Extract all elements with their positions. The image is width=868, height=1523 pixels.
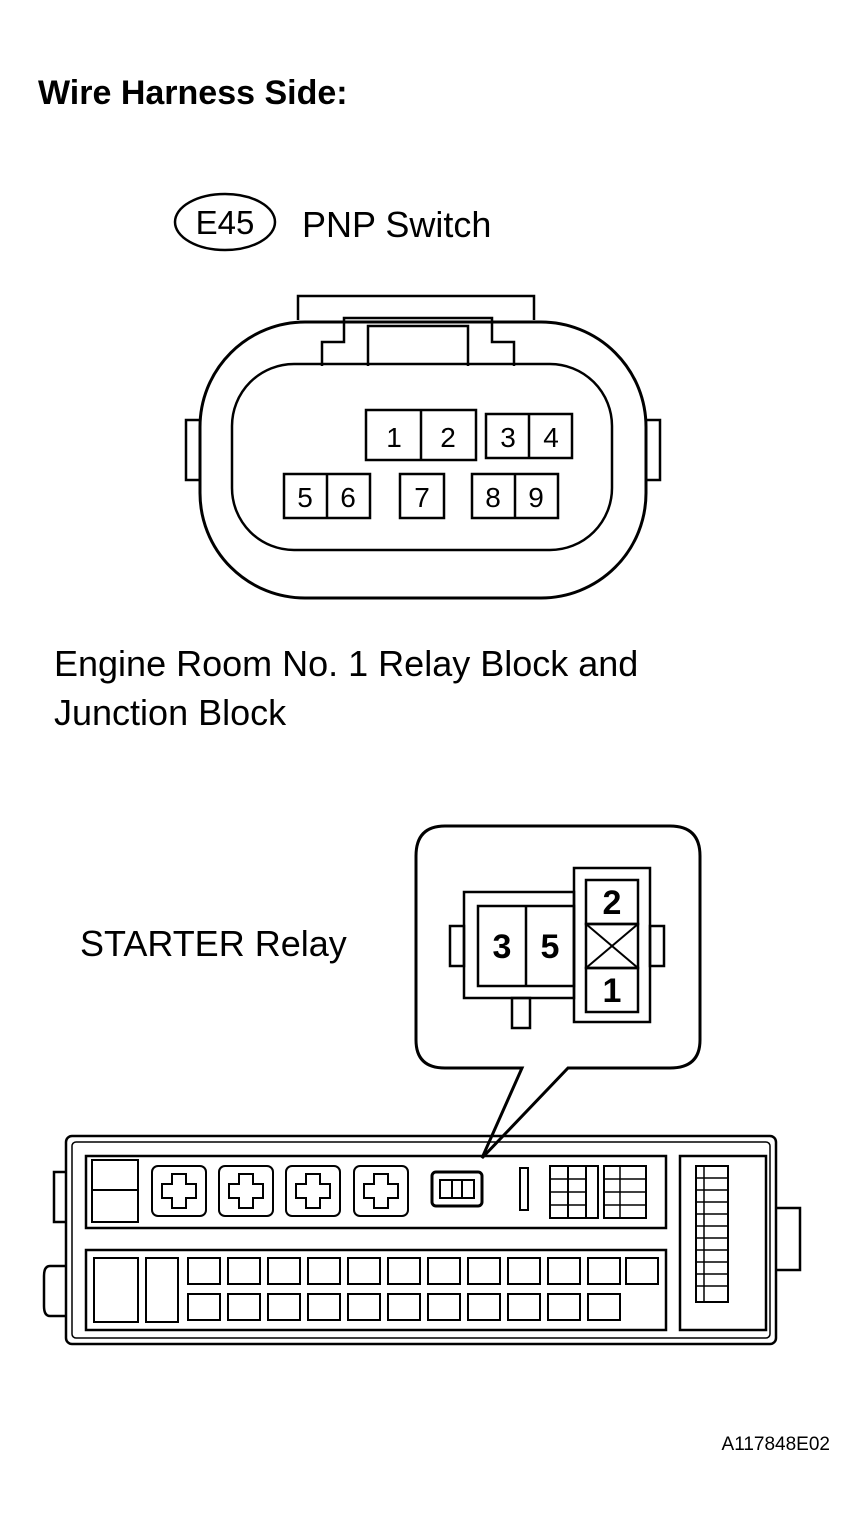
- starter-pin-label: 1: [603, 972, 622, 1010]
- pnp-switch-label: PNP Switch: [302, 204, 491, 245]
- pnp-switch-heading: E45 PNP Switch: [173, 192, 491, 252]
- connector-code-oval: [173, 192, 277, 252]
- starter-pin-label: 3: [493, 928, 512, 966]
- starter-pin-label: 2: [603, 884, 622, 922]
- pnp-pin-label: 3: [500, 422, 516, 453]
- pnp-pin-label: 9: [528, 482, 544, 513]
- relay-junction-block: [42, 1134, 802, 1346]
- pnp-connector: 1 2 3 4 5 6 7 8 9: [184, 294, 662, 600]
- pnp-pin-label: 8: [485, 482, 501, 513]
- starter-relay-label: STARTER Relay: [80, 923, 347, 964]
- fuse-grid: [187, 1257, 659, 1321]
- pnp-pin-label: 7: [414, 482, 430, 513]
- side-terminal-rows: [696, 1166, 728, 1302]
- relay-socket: [151, 1165, 207, 1217]
- starter-relay-socket: [430, 1170, 484, 1208]
- fuse-group: [603, 1165, 647, 1219]
- fuse-group: [549, 1165, 599, 1219]
- starter-relay-callout: 3 5 2 1: [414, 824, 702, 1160]
- relay-block-title-line1: Engine Room No. 1 Relay Block and: [54, 643, 638, 684]
- starter-pin-label: 5: [541, 928, 560, 966]
- figure-id: A117848E02: [722, 1434, 830, 1455]
- relay-block-title-line2: Junction Block: [54, 692, 287, 733]
- pnp-pin-label: 4: [543, 422, 559, 453]
- relay-socket: [353, 1165, 409, 1217]
- relay-socket: [285, 1165, 341, 1217]
- relay-socket: [218, 1165, 274, 1217]
- pnp-pin-label: 2: [440, 422, 456, 453]
- pnp-pin-label: 6: [340, 482, 356, 513]
- page-title: Wire Harness Side:: [38, 74, 348, 112]
- pnp-pin-label: 5: [297, 482, 313, 513]
- connector-code: E45: [196, 204, 255, 241]
- pnp-pin-label: 1: [386, 422, 402, 453]
